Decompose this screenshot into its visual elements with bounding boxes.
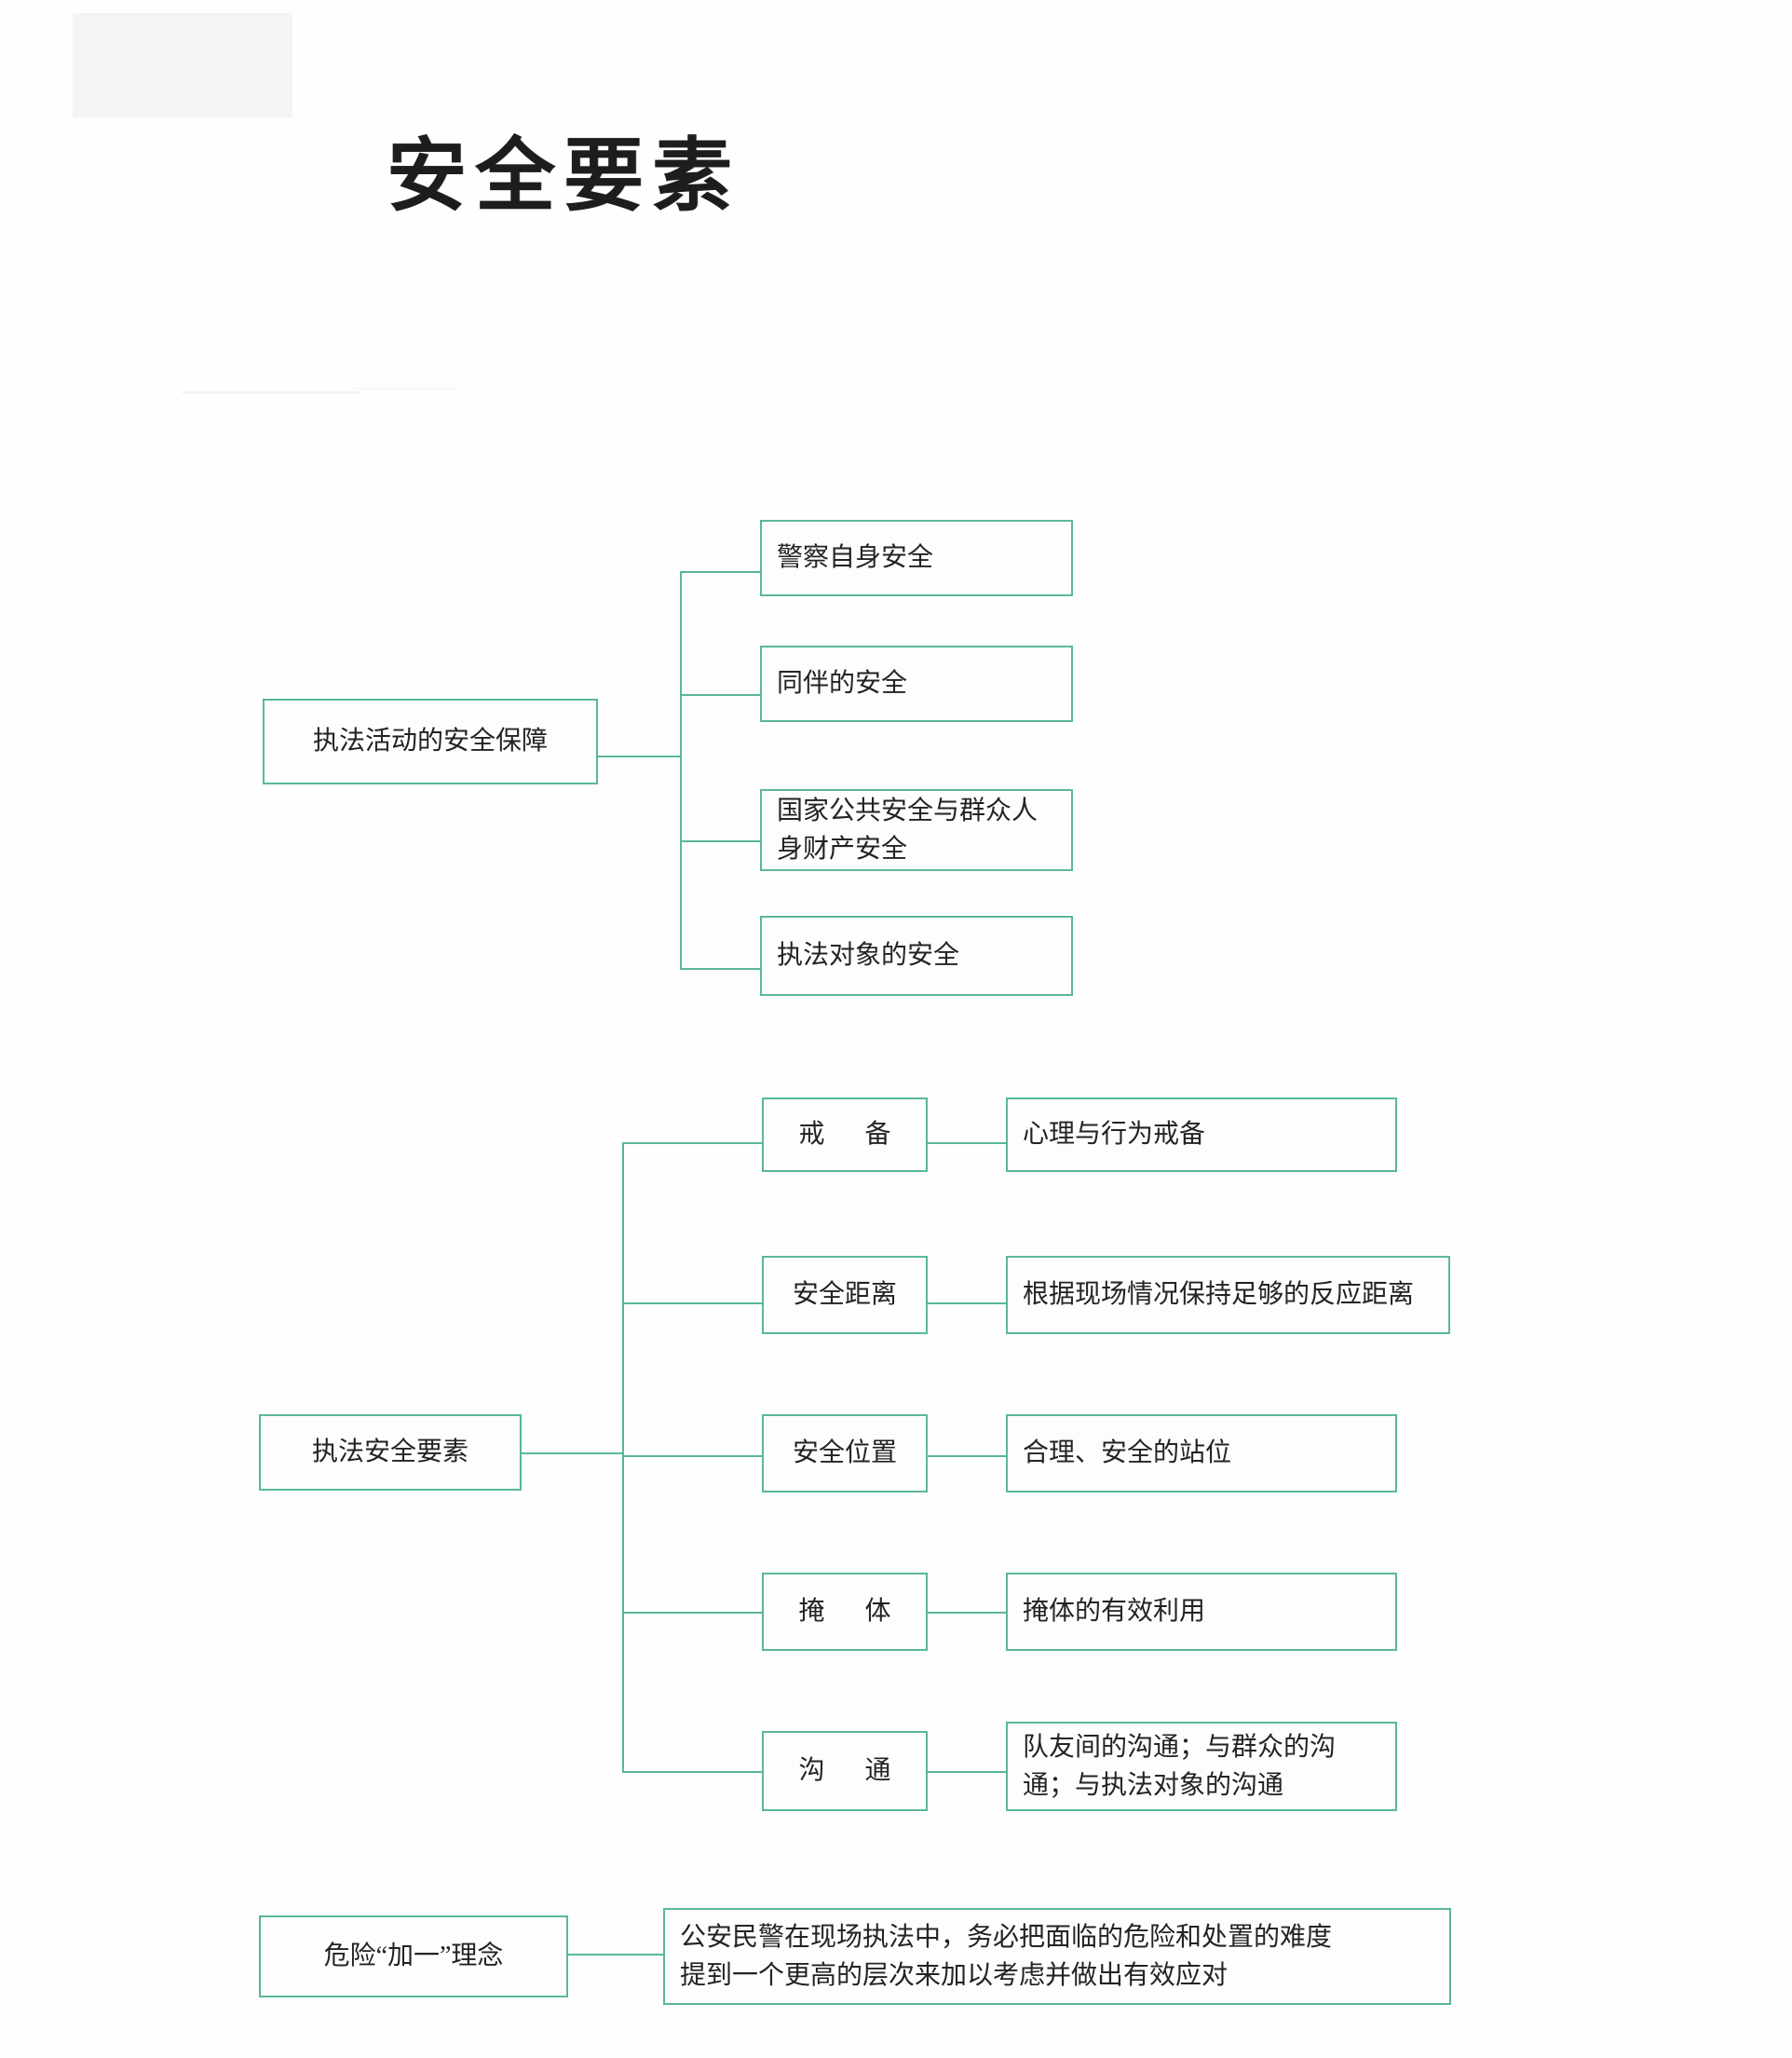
diagram1-child-label-1: 警察自身安全 [777,543,934,573]
diagram1-child-node-4[interactable]: 执法对象的安全 [760,916,1073,996]
diagram2-child-node-4[interactable]: 掩 体 [762,1573,928,1651]
diagram3-connector [568,1954,665,1956]
diagram2-connector-detail-2 [928,1302,1008,1304]
diagram1-connector-root-stub [598,756,682,757]
diagram1-connector-branch-4 [680,968,762,970]
diagram1-child-label-3: 国家公共安全与群众人 身财产安全 [777,796,1039,864]
diagram2-detail-label-1: 心理与行为戒备 [1023,1120,1206,1150]
diagram1-child-node-2[interactable]: 同伴的安全 [760,646,1073,722]
scan-edge-top-left [73,13,292,117]
diagram2-connector-branch-1 [622,1142,764,1144]
diagram2-detail-label-4: 掩体的有效利用 [1023,1597,1206,1627]
diagram2-child-node-1[interactable]: 戒 备 [762,1097,928,1172]
diagram1-connector-branch-2 [680,694,762,696]
diagram2-connector-branch-4 [622,1612,764,1614]
diagram2-child-node-2[interactable]: 安全距离 [762,1256,928,1334]
diagram1-child-node-1[interactable]: 警察自身安全 [760,520,1073,596]
diagram2-detail-label-5: 队友间的沟通；与群众的沟 通；与执法对象的沟通 [1023,1732,1337,1800]
diagram1-root-label: 执法活动的安全保障 [312,727,548,756]
diagram2-detail-node-2[interactable]: 根据现场情况保持足够的反应距离 [1006,1256,1450,1334]
diagram2-connector-branch-3 [622,1455,764,1457]
diagram2-child-label-4: 掩 体 [798,1597,908,1627]
diagram3-detail-node[interactable]: 公安民警在现场执法中，务必把面临的危险和处置的难度 提到一个更高的层次来加以考虑… [663,1908,1451,2005]
scan-smudge-upper-2 [354,388,456,389]
diagram3-root-label: 危险“加一”理念 [323,1942,504,1971]
diagram1-child-label-2: 同伴的安全 [777,669,908,699]
diagram2-child-node-3[interactable]: 安全位置 [762,1414,928,1492]
diagram2-detail-node-4[interactable]: 掩体的有效利用 [1006,1573,1397,1651]
diagram3-detail-label: 公安民警在现场执法中，务必把面临的危险和处置的难度 提到一个更高的层次来加以考虑… [680,1922,1333,1990]
scan-smudge-upper [183,391,360,394]
diagram3-root-node[interactable]: 危险“加一”理念 [259,1915,568,1997]
diagram1-root-node[interactable]: 执法活动的安全保障 [263,699,598,784]
diagram2-connector-root-stub [522,1452,624,1454]
diagram2-connector-detail-1 [928,1142,1008,1144]
diagram2-child-label-2: 安全距离 [792,1280,897,1310]
diagram2-connector-detail-5 [928,1771,1008,1773]
diagram2-child-label-3: 安全位置 [792,1438,897,1468]
diagram2-connector-branch-2 [622,1302,764,1304]
diagram2-connector-detail-4 [928,1612,1008,1614]
page-title: 安全要素 [387,131,740,221]
diagram2-connector-detail-3 [928,1455,1008,1457]
diagram1-connector-spine [680,571,682,970]
diagram2-detail-node-1[interactable]: 心理与行为戒备 [1006,1097,1397,1172]
diagram1-connector-branch-3 [680,840,762,842]
diagram2-child-label-5: 沟 通 [798,1756,908,1786]
diagram2-child-label-1: 戒 备 [798,1120,908,1150]
diagram2-connector-branch-5 [622,1771,764,1773]
diagram1-connector-branch-1 [680,571,762,573]
diagram2-child-node-5[interactable]: 沟 通 [762,1731,928,1811]
diagram2-detail-node-5[interactable]: 队友间的沟通；与群众的沟 通；与执法对象的沟通 [1006,1722,1397,1811]
diagram2-root-label: 执法安全要素 [311,1438,468,1467]
diagram2-detail-label-2: 根据现场情况保持足够的反应距离 [1023,1280,1415,1310]
diagram2-root-node[interactable]: 执法安全要素 [259,1414,522,1491]
diagram1-child-node-3[interactable]: 国家公共安全与群众人 身财产安全 [760,789,1073,871]
diagram2-detail-node-3[interactable]: 合理、安全的站位 [1006,1414,1397,1492]
diagram2-detail-label-3: 合理、安全的站位 [1023,1438,1232,1468]
diagram1-child-label-4: 执法对象的安全 [777,941,960,971]
